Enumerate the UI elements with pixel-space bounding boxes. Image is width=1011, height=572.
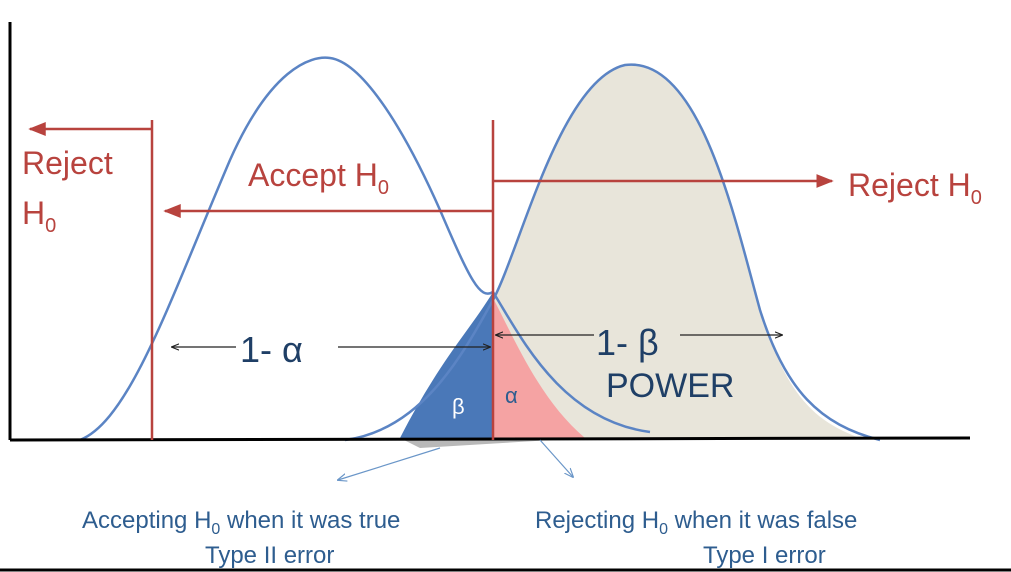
reject-left-label: Reject [22,145,113,181]
beta-symbol: β [452,394,465,419]
type1-pointer [539,439,573,477]
power-label: POWER [606,367,734,405]
x-axis [9,436,971,442]
null-distribution-curve [79,56,651,442]
power-region [493,64,860,438]
type2-pointer [338,447,441,480]
type1-caption-line2: Type I error [703,542,826,569]
beta-region [400,292,493,438]
alternative-distribution-curve [344,63,881,442]
one-minus-beta-label: 1- β [596,322,659,363]
alpha-symbol: α [505,383,518,408]
accept-label: Accept H0 [248,157,389,199]
type2-caption-line1: Accepting H0 when it was true [82,507,400,538]
reject-left-h-label: H0 [22,195,56,237]
alpha-region [493,298,585,438]
one-minus-alpha-label: 1- α [240,329,303,370]
type1-caption-line1: Rejecting H0 when it was false [535,507,857,538]
type2-caption-line2: Type II error [205,542,334,569]
reject-right-label: Reject H0 [848,167,982,209]
